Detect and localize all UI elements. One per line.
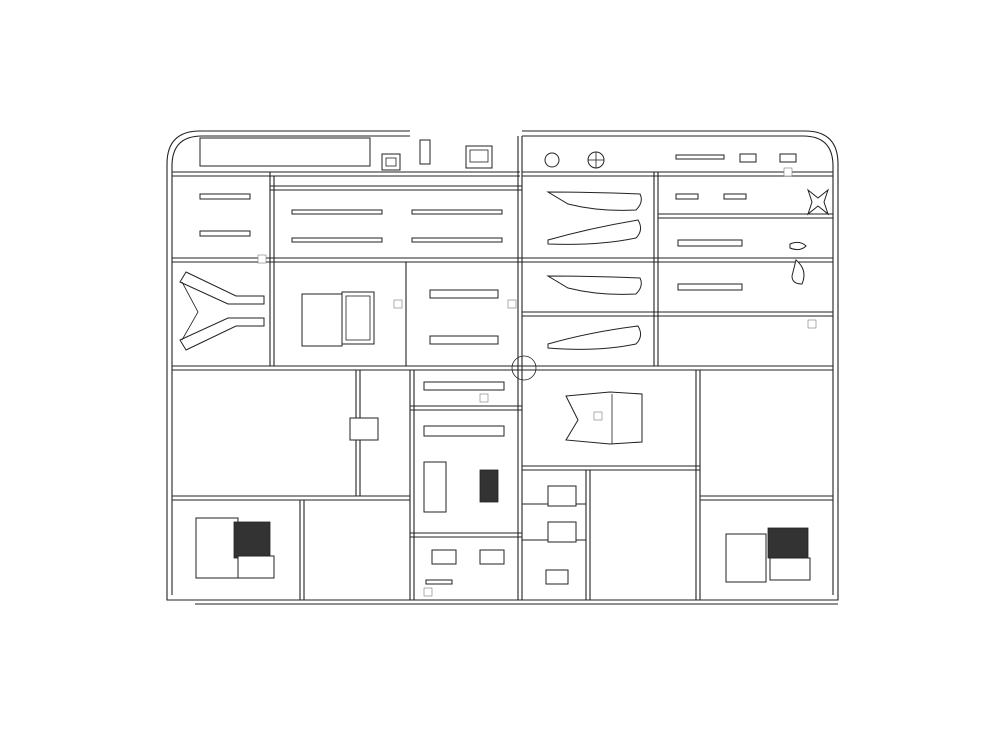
vertical-runners bbox=[269, 136, 701, 600]
horizontal-runners bbox=[172, 171, 833, 538]
left-x-arms bbox=[179, 271, 265, 351]
center-body-part bbox=[565, 391, 643, 445]
sprue-gate-tabs bbox=[257, 167, 817, 597]
curved-blade-parts bbox=[546, 191, 642, 350]
lower-right-assembly bbox=[725, 527, 811, 583]
center-gate-circle bbox=[511, 355, 537, 381]
sprue-outer-frame bbox=[166, 130, 839, 605]
top-row-parts bbox=[381, 139, 797, 171]
upper-right-parts bbox=[675, 188, 830, 291]
box-body-parts bbox=[301, 289, 505, 441]
lower-left-assembly bbox=[195, 517, 275, 579]
upper-left-rods bbox=[199, 193, 503, 243]
lower-middle-parts bbox=[423, 461, 577, 585]
sprue-tag-plate bbox=[199, 137, 371, 167]
